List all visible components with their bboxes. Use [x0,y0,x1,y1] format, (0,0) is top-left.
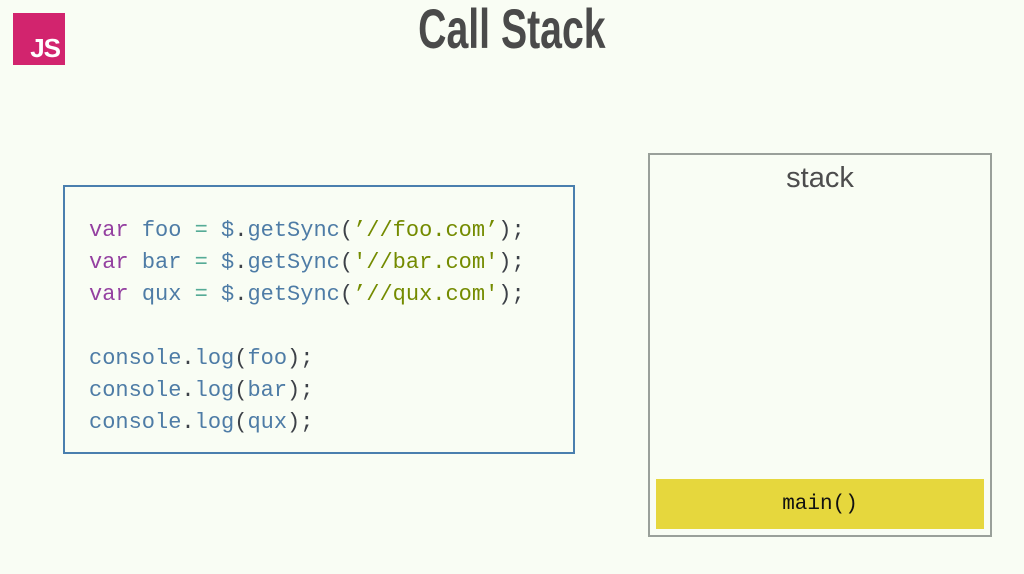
code-token: log [194,410,235,435]
code-line: console.log(foo); [89,343,573,375]
stack-panel: stack main() [648,153,992,537]
code-token [181,282,194,307]
page-title-text: Call Stack [418,0,606,60]
code-token: ); [498,250,525,275]
code-token: = [194,218,208,243]
code-token: bar [141,250,182,275]
code-token: . [181,346,195,371]
stack-frame: main() [656,479,984,529]
code-token: console [89,410,182,435]
code-token: log [194,378,235,403]
code-token: $ [221,218,235,243]
code-line: var qux = $.getSync(’//qux.com'); [89,279,573,311]
code-token: ( [339,250,354,275]
code-token: var [89,250,129,275]
code-token: . [234,250,248,275]
code-line: var bar = $.getSync('//bar.com'); [89,247,573,279]
code-token: getSync [247,250,340,275]
code-token: ’//foo.com’ [353,218,499,243]
code-line: console.log(bar); [89,375,573,407]
code-token: $ [221,282,235,307]
code-token: ( [339,282,354,307]
code-token: ); [287,410,314,435]
code-token: var [89,282,129,307]
stack-frame-label: main() [782,492,858,516]
code-token: qux [141,282,182,307]
code-token [181,218,194,243]
code-token: ( [234,378,248,403]
code-token: = [194,250,208,275]
page-title: Call Stack [0,0,1024,59]
code-token: ’//qux.com' [353,282,499,307]
code-token: bar [247,378,288,403]
code-token: . [181,410,195,435]
code-token: var [89,218,129,243]
code-token [208,250,221,275]
code-token [208,282,221,307]
code-token [208,218,221,243]
code-token [181,250,194,275]
code-token: log [194,346,235,371]
code-token: ( [234,346,248,371]
code-token: ); [498,282,525,307]
code-token [129,250,142,275]
code-token: console [89,346,182,371]
code-token: ( [234,410,248,435]
code-token: console [89,378,182,403]
code-token: qux [247,410,288,435]
code-line: console.log(qux); [89,407,573,439]
code-token: foo [141,218,182,243]
stack-frames: main() [656,479,984,529]
code-token [129,282,142,307]
code-line [89,311,573,343]
code-line: var foo = $.getSync(’//foo.com’); [89,215,573,247]
code-token: = [194,282,208,307]
code-token: . [234,218,248,243]
code-token: ); [287,346,314,371]
stack-label: stack [786,162,854,194]
js-logo-text: JS [30,33,61,63]
code-token: getSync [247,282,340,307]
code-token: foo [247,346,288,371]
code-token: . [181,378,195,403]
code-token: getSync [247,218,340,243]
code-token: . [234,282,248,307]
code-token: ( [339,218,354,243]
js-logo: JS [13,13,65,65]
code-panel: var foo = $.getSync(’//foo.com’);var bar… [63,185,575,454]
code-token: ); [287,378,314,403]
code-token: ); [498,218,525,243]
code-token: $ [221,250,235,275]
code-token: '//bar.com' [353,250,499,275]
code-token [129,218,142,243]
